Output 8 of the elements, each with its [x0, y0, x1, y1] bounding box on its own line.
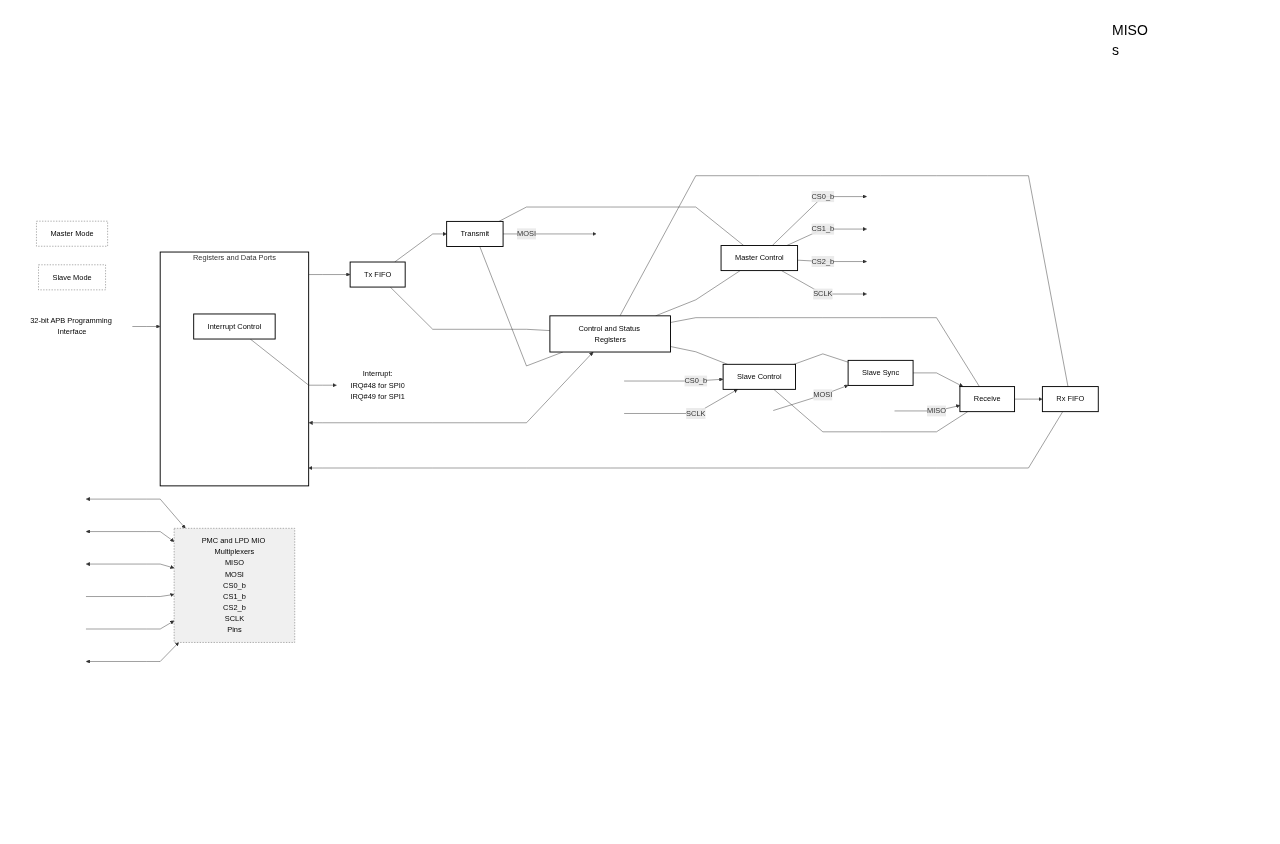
signal-label: s	[1112, 42, 1120, 58]
signal-label: MISO	[1112, 22, 1149, 38]
connector	[773, 389, 969, 432]
connector	[498, 206, 744, 246]
connector	[793, 353, 849, 365]
connector	[390, 286, 551, 331]
connector	[479, 246, 564, 367]
connector	[670, 346, 728, 365]
